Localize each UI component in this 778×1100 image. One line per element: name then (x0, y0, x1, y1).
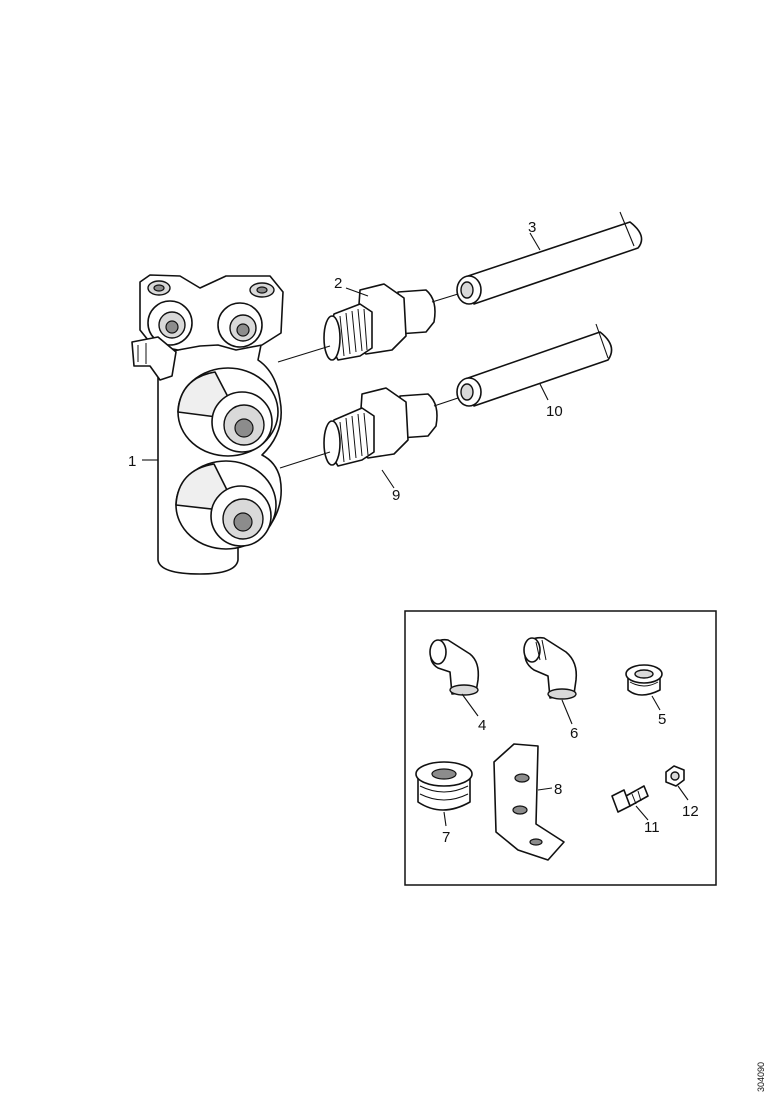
elbow-b (523, 636, 578, 700)
callout-12: 12 (682, 803, 699, 820)
callout-7: 7 (442, 829, 450, 846)
elbow-a (429, 638, 480, 696)
callout-8: 8 (554, 781, 562, 798)
reference-code: 304090 (756, 1062, 766, 1092)
callout-11: 11 (644, 819, 660, 836)
nut (665, 765, 685, 787)
callout-2: 2 (334, 275, 342, 292)
assembly-lines (277, 293, 459, 469)
plug-large (415, 761, 473, 811)
plug-small (625, 664, 663, 696)
pipe-lower (456, 323, 613, 407)
callout-leaders (142, 232, 689, 827)
callout-4: 4 (478, 717, 486, 734)
fitting-lower (323, 387, 438, 467)
callout-9: 9 (392, 487, 400, 504)
callout-1: 1 (128, 453, 136, 470)
bolt (611, 785, 649, 813)
pipe-upper (456, 211, 643, 305)
callout-6: 6 (570, 725, 578, 742)
callout-10: 10 (546, 403, 563, 420)
callout-5: 5 (658, 711, 666, 728)
accessory-inset-frame (404, 610, 717, 886)
valve-block (131, 274, 284, 575)
bracket (493, 743, 565, 861)
callout-3: 3 (528, 219, 536, 236)
fitting-upper (323, 283, 436, 361)
